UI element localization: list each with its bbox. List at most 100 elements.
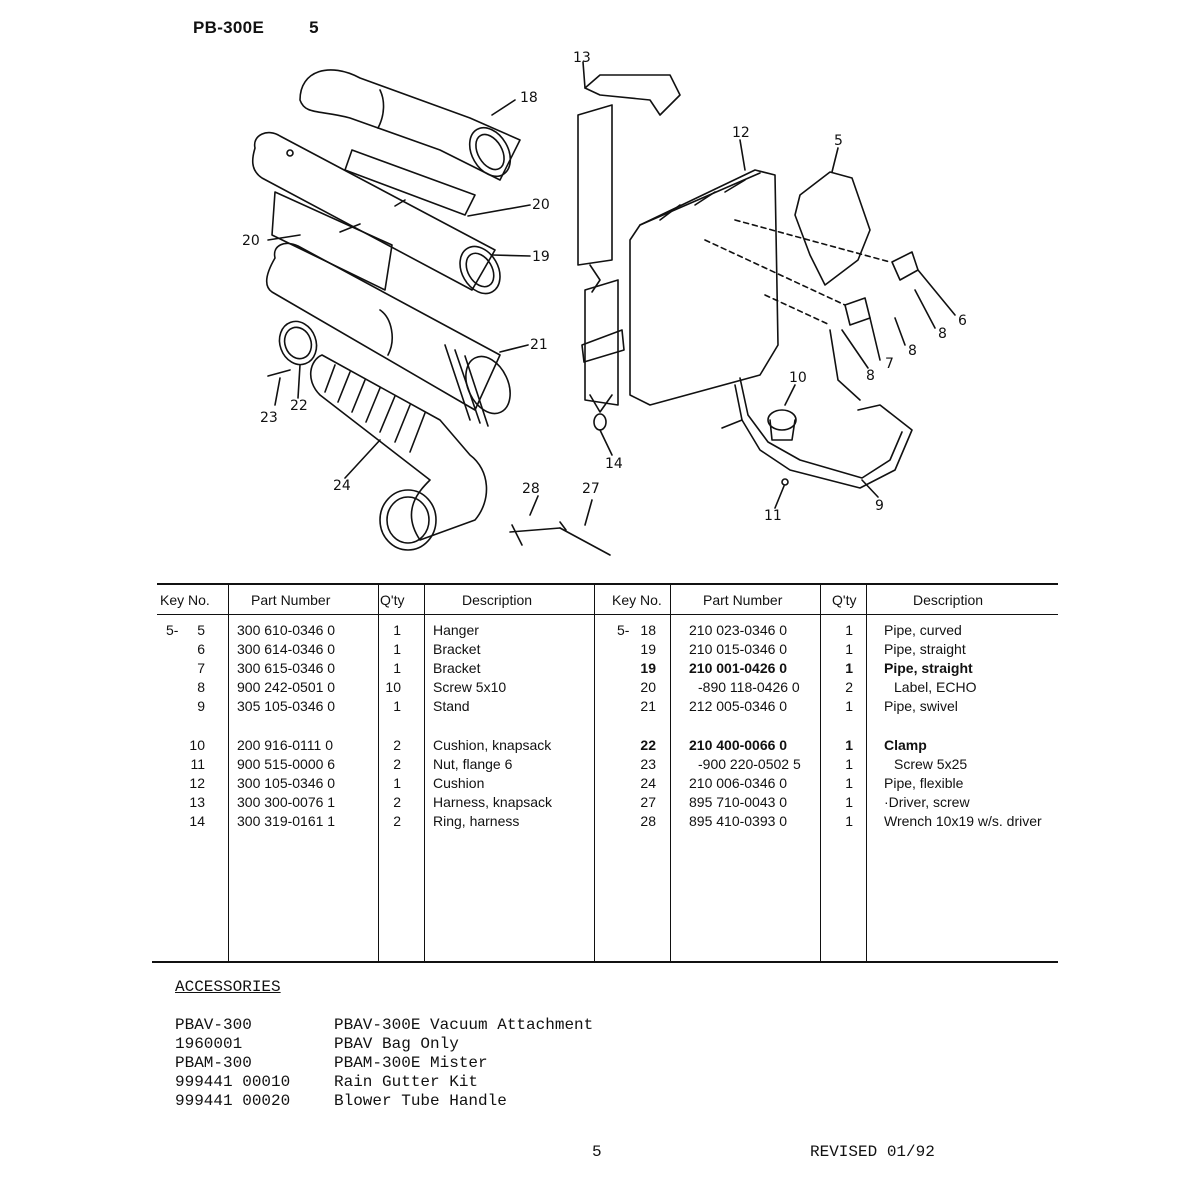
callout-19: 19 [532,249,550,265]
col-header-key-no-right: Key No. [612,592,662,608]
callout-18: 18 [520,90,538,106]
accessories-title: ACCESSORIES [175,978,281,996]
right-description: Screw 5x25 [894,756,968,772]
right-description: Pipe, flexible [884,775,964,791]
right-part-number: 210 023-0346 0 [689,622,788,638]
key-prefix-right: 5- [617,622,630,638]
left-key-no: 5 [197,622,205,638]
right-part-number: 210 015-0346 0 [689,641,788,657]
callout-28: 28 [522,481,540,497]
bracket-7-drawing [844,297,871,326]
accessory-code: 999441 00010 [175,1073,291,1091]
callout-13: 13 [573,50,591,66]
key-prefix-left: 5- [166,622,179,638]
left-part-number: 305 105-0346 0 [237,698,336,714]
left-part-number: 900 242-0501 0 [237,679,336,695]
left-qty: 1 [393,641,401,657]
right-description: Pipe, swivel [884,698,958,714]
header-page-number: 5 [309,18,319,37]
callout-20-right: 20 [532,197,550,213]
callout-22: 22 [290,398,308,414]
left-key-no: 8 [197,679,205,695]
left-qty: 2 [393,813,401,829]
right-part-number: -890 118-0426 0 [698,679,800,695]
clamp-drawing [278,320,318,366]
callout-27: 27 [582,481,600,497]
callout-20-left: 20 [242,233,260,249]
parts-table [152,583,1058,963]
model-title: PB-300E [193,18,265,37]
right-part-number: 212 005-0346 0 [689,698,788,714]
left-key-no: 10 [189,737,205,753]
pipe-swivel-drawing [265,242,511,427]
left-description: Harness, knapsack [433,794,553,810]
left-part-number: 300 615-0346 0 [237,660,336,676]
left-key-no: 12 [189,775,205,791]
left-part-number: 300 610-0346 0 [237,622,336,638]
left-qty: 1 [393,698,401,714]
right-part-number: 895 410-0393 0 [689,813,788,829]
left-description: Stand [433,698,470,714]
harness-drawing [577,74,681,431]
right-qty: 1 [845,813,853,829]
right-description: Label, ECHO [894,679,977,695]
hanger-drawing [794,171,871,286]
right-part-number: 895 710-0043 0 [689,794,788,810]
col-header-qty: Q'ty [380,592,405,608]
right-part-number: 210 001-0426 0 [689,660,788,676]
right-part-number: 210 006-0346 0 [689,775,788,791]
col-header-description: Description [462,592,533,608]
callout-24: 24 [333,478,351,494]
left-description: Hanger [433,622,479,638]
pipe-straight-drawing [251,131,501,295]
right-description: ·Driver, screw [884,794,970,810]
left-description: Bracket [433,660,481,676]
left-qty: 1 [393,775,401,791]
cushion-drawing [629,169,779,406]
left-qty: 1 [393,660,401,676]
left-key-no: 6 [197,641,205,657]
right-description: Wrench 10x19 w/s. driver [884,813,1042,829]
left-part-number: 300 105-0346 0 [237,775,336,791]
right-qty: 1 [845,775,853,791]
left-key-no: 11 [190,756,205,772]
left-qty: 10 [385,679,401,695]
left-key-no: 13 [189,794,205,810]
left-key-no: 7 [197,660,205,676]
accessory-description: Rain Gutter Kit [334,1073,479,1091]
left-part-number: 300 300-0076 1 [237,794,336,810]
right-key-no: 27 [640,794,656,810]
callout-8-b: 8 [908,343,917,359]
callout-23: 23 [260,410,278,426]
right-description: Pipe, curved [884,622,962,638]
right-key-no: 24 [640,775,656,791]
right-description: Clamp [884,737,927,753]
exploded-parts-diagram: 13 18 12 5 20 20 19 6 8 8 7 21 8 10 22 2… [242,50,967,556]
right-key-no: 28 [640,813,656,829]
accessory-description: PBAM-300E Mister [334,1054,488,1072]
right-description: Pipe, straight [884,660,973,676]
left-key-no: 14 [189,813,205,829]
callout-9: 9 [875,498,884,514]
callout-8-c: 8 [866,368,875,384]
right-key-no: 22 [640,737,656,753]
stand-drawing [721,329,913,489]
right-qty: 2 [845,679,853,695]
callout-12: 12 [732,125,750,141]
left-description: Nut, flange 6 [433,756,513,772]
left-description: Screw 5x10 [433,679,507,695]
left-part-number: 300 614-0346 0 [237,641,336,657]
left-part-number: 200 916-0111 0 [237,737,334,753]
right-qty: 1 [845,756,853,772]
nut-drawing [781,478,789,486]
col-header-part-number: Part Number [251,592,331,608]
callout-6: 6 [958,313,967,329]
right-key-no: 19 [640,641,656,657]
left-qty: 2 [393,737,401,753]
accessory-code: 1960001 [175,1035,243,1053]
accessory-code: PBAV-300 [175,1016,252,1034]
driver-drawing [559,521,611,556]
col-header-description-right: Description [913,592,984,608]
left-part-number: 900 515-0000 6 [237,756,336,772]
right-key-no: 20 [640,679,656,695]
